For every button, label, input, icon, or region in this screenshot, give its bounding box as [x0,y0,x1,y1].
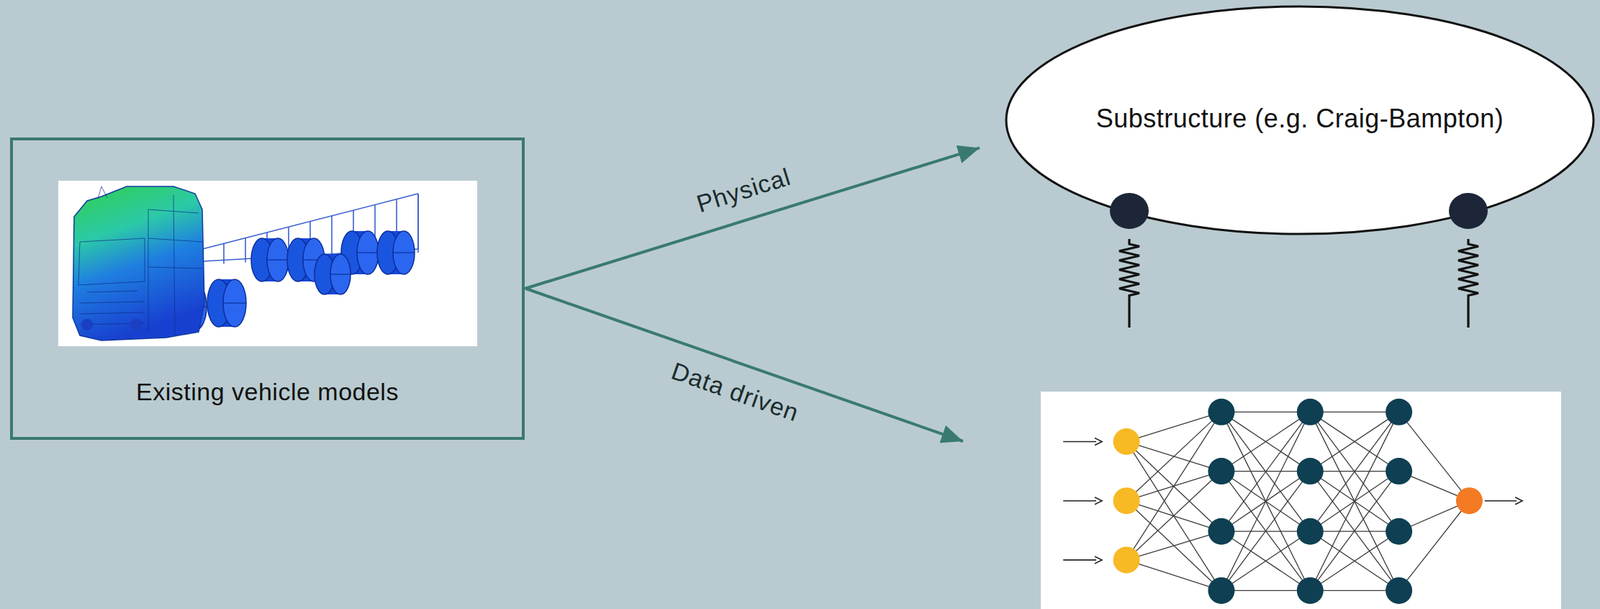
network-link [1309,411,1399,591]
io-arrow [1094,497,1102,505]
network-neuron [1385,457,1413,485]
network-link [1309,411,1399,413]
network-link [1221,411,1310,532]
neural-network-figure [1040,391,1562,609]
network-link [1126,559,1222,591]
network-link [1309,471,1399,591]
io-arrow [1484,500,1517,502]
network-neuron [1296,518,1324,545]
network-neuron [1207,577,1235,604]
network-neuron [1207,518,1235,545]
network-link [1309,531,1399,591]
network-neuron [1456,487,1483,514]
network-link [1221,531,1310,591]
network-link [1309,411,1399,591]
network-link [1126,411,1222,560]
network-neuron [1207,398,1235,426]
network-link [1221,411,1310,591]
truck-illustration [58,180,478,347]
network-neuron [1385,518,1413,545]
network-link [1126,500,1222,591]
spring-support [1448,192,1488,328]
network-link [1126,531,1222,560]
network-link [1221,411,1310,471]
ellipse-label: Substructure (e.g. Craig-Bampton) [1096,103,1505,134]
network-neuron [1113,487,1141,514]
io-arrow [1094,437,1102,445]
network-neuron [1385,577,1413,604]
network-link [1221,411,1310,471]
network-link [1309,411,1399,532]
network-link [1399,411,1470,501]
network-link [1126,411,1222,501]
edge-arrow [524,147,980,289]
network-neuron [1385,398,1413,426]
arrow-label: Data driven [667,356,803,428]
network-neuron [1113,428,1141,455]
network-link [1221,411,1310,413]
network-link [1309,411,1399,471]
network-link [1399,500,1470,591]
network-neuron [1296,398,1324,426]
network-link [1221,590,1310,591]
network-link [1221,471,1310,591]
network-link [1221,411,1310,591]
network-neuron [1207,457,1235,485]
network-link [1309,411,1399,471]
io-arrow [1063,559,1097,561]
network-link [1126,471,1222,560]
network-link [1309,411,1399,532]
network-neuron [1296,457,1324,485]
network-link [1126,411,1222,442]
network-link [1221,531,1310,591]
io-arrow [1063,500,1097,502]
io-arrow [1515,497,1523,505]
node-title: Existing vehicle models [136,377,399,406]
model-frame: Existing vehicle models [10,137,525,440]
io-arrow [1094,556,1102,564]
network-neuron [1296,577,1324,604]
network-link [1221,471,1310,591]
substructure-ellipse: Substructure (e.g. Craig-Bampton) [1004,5,1595,236]
network-neuron [1113,546,1141,573]
spring-support [1109,192,1149,328]
io-arrow [1063,441,1097,443]
network-link [1126,441,1222,591]
network-link [1309,590,1399,591]
network-link [1309,531,1399,591]
data-driven-arrow [526,288,964,442]
network-link [1221,411,1310,532]
network-link [1309,471,1399,591]
